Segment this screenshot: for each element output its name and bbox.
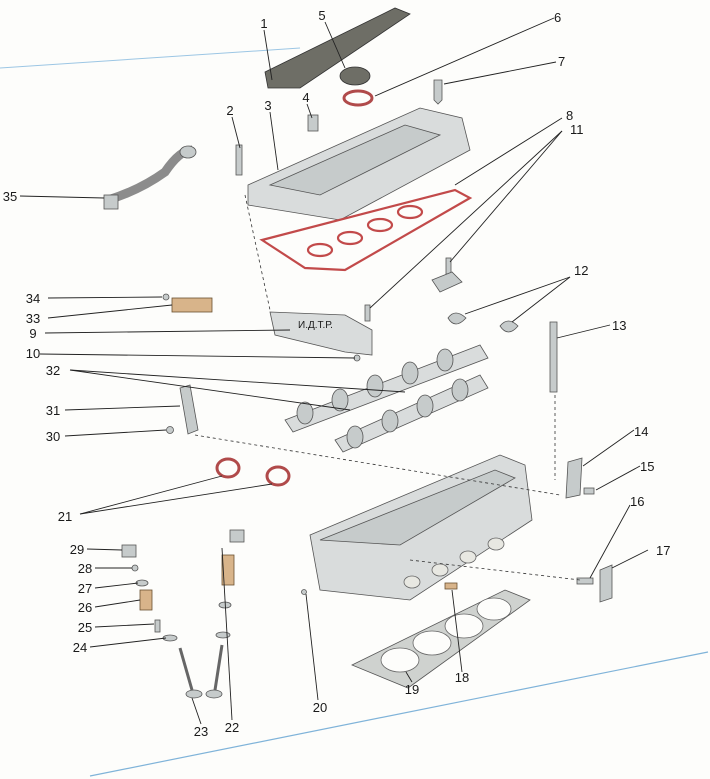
label-15: 15 [640, 459, 654, 474]
part-8-gasket-holes [306, 204, 424, 258]
part-16-bolt [576, 577, 594, 585]
part-4-bushing [307, 114, 319, 132]
part-labels: 1 2 3 4 5 6 7 8 9 10 11 12 13 14 15 16 1… [3, 8, 671, 739]
leader-lines [19, 17, 649, 725]
label-28: 28 [78, 561, 92, 576]
label-18: 18 [455, 670, 469, 685]
label-27: 27 [78, 581, 92, 596]
label-4: 4 [302, 90, 309, 105]
part-23-valve-head [185, 689, 203, 699]
label-13: 13 [612, 318, 626, 333]
label-14: 14 [634, 424, 648, 439]
part-21-seal-ring-a [215, 457, 241, 479]
label-32: 32 [46, 363, 60, 378]
part-35-hose-end [179, 145, 197, 159]
label-17: 17 [656, 543, 670, 558]
label-16: 16 [630, 494, 644, 509]
part-35-hose-fitting [103, 194, 119, 210]
label-3: 3 [264, 98, 271, 113]
label-24: 24 [73, 640, 87, 655]
part-11-bolt-b [364, 304, 371, 322]
part-20-pin [301, 589, 307, 595]
part-17-bracket [599, 564, 613, 603]
label-25: 25 [78, 620, 92, 635]
valve-train-right [205, 529, 245, 699]
part-30-bolt [166, 426, 174, 434]
part-19-gasket-bores [380, 597, 512, 673]
assembly-line-a [244, 194, 271, 311]
label-6: 6 [554, 10, 561, 25]
label-19: 19 [405, 682, 419, 697]
label-34: 34 [26, 291, 40, 306]
label-22: 22 [225, 720, 239, 735]
part-12-seal-a [447, 312, 467, 325]
part-22-valve-head [205, 689, 223, 699]
part-23-valve-stem [178, 647, 194, 691]
part-18-dowel [444, 582, 458, 590]
valve-train-left [121, 544, 203, 699]
label-11: 11 [570, 122, 584, 137]
assembly-line-b [194, 434, 561, 496]
part-11-bearing-cap [431, 271, 463, 293]
part-3-valve-cover-top [268, 124, 442, 196]
part-32-camshafts [284, 344, 489, 453]
cylinder-head-top [319, 469, 516, 546]
part-28-keeper [131, 564, 139, 572]
label-2: 2 [226, 103, 233, 118]
page-border-bottom [89, 651, 709, 777]
label-21: 21 [58, 509, 72, 524]
label-12: 12 [574, 263, 588, 278]
part-6-o-ring [342, 89, 374, 107]
label-7: 7 [558, 54, 565, 69]
housing-stamp: И.Д.Т.Р. [298, 320, 333, 331]
part-7-bolt [433, 79, 443, 105]
label-8: 8 [566, 108, 573, 123]
seat-right [215, 631, 231, 639]
part-34-screw [162, 293, 170, 301]
tappet-right [229, 529, 245, 543]
part-9-housing [269, 311, 373, 356]
part-13-head-bolt [549, 321, 558, 393]
part-33-sensor [171, 297, 213, 313]
part-22-valve-stem [213, 644, 224, 691]
page-border-top [0, 47, 301, 69]
label-29: 29 [70, 542, 84, 557]
label-23: 23 [194, 724, 208, 739]
cylinder-head-ports [403, 537, 505, 589]
part-21-seal-ring-b [265, 465, 291, 487]
label-30: 30 [46, 429, 60, 444]
part-2-stud [235, 144, 243, 176]
part-26-spring [139, 589, 153, 611]
label-33: 33 [26, 311, 40, 326]
part-35-breather-hose [106, 145, 193, 205]
assembly-line-d [409, 559, 581, 581]
label-9: 9 [29, 326, 36, 341]
part-8-gasket [259, 188, 473, 272]
part-1-cover-strip [264, 7, 411, 89]
part-25-seal [154, 619, 161, 633]
label-26: 26 [78, 600, 92, 615]
part-31-bracket [179, 384, 199, 435]
part-15-bolt [583, 487, 595, 495]
part-14-bracket [565, 457, 583, 499]
label-10: 10 [26, 346, 40, 361]
part-5-filler-cap [339, 66, 371, 86]
part-12-seal-b [499, 320, 519, 333]
label-5: 5 [318, 8, 325, 23]
label-20: 20 [313, 700, 327, 715]
part-11-bolt-a [445, 257, 452, 275]
spring-right [221, 554, 235, 586]
label-1: 1 [260, 16, 267, 31]
part-29-tappet [121, 544, 137, 558]
label-35: 35 [3, 189, 17, 204]
label-31: 31 [46, 403, 60, 418]
